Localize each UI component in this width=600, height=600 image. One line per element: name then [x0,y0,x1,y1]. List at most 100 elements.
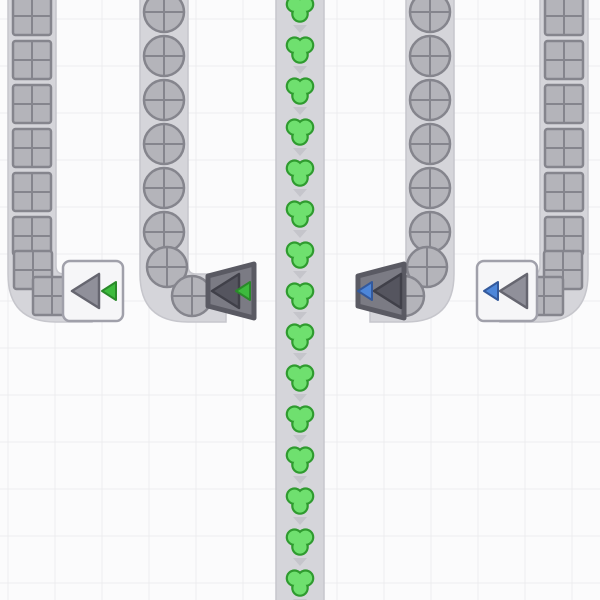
cluster-circle [293,417,307,431]
cargo-item-circle [408,0,452,34]
cargo-item-circle [405,245,449,289]
cargo-item-circle [142,166,186,210]
cluster-circle [293,48,307,62]
cluster-circle [287,38,302,52]
cargo-item-green-cluster [285,323,315,351]
cargo-item-square [11,39,53,81]
cargo-item-green-cluster [285,36,315,64]
cluster-circle [298,161,313,175]
cluster-circle [287,161,302,175]
cargo-item-green-cluster [285,364,315,392]
cargo-item-circle [142,122,186,166]
cargo-item-circle [142,210,186,254]
cargo-item-green-cluster [285,241,315,269]
cluster-circle [298,366,313,380]
cargo-item-green-cluster [285,569,315,597]
cargo-item-square [543,0,585,37]
tier-marker-icon [101,281,117,301]
cargo-item-green-cluster [285,528,315,556]
cargo-item-green-cluster [285,0,315,23]
cluster-circle [293,499,307,513]
cluster-circle [293,376,307,390]
belt-arrow-down-icon [293,435,307,443]
belt-arrow-down-icon [293,517,307,525]
belt-arrow-down-icon [293,271,307,279]
belt-arrow-down-icon [293,353,307,361]
cluster-circle [298,325,313,339]
cluster-circle [298,571,313,585]
cargo-item-square [543,215,585,257]
cluster-circle [298,243,313,257]
cluster-circle [298,489,313,503]
tier-marker-icon [235,281,251,301]
tier-marker-icon [357,281,373,301]
cargo-item-circle [142,0,186,34]
cargo-item-circle [142,34,186,78]
cluster-circle [298,284,313,298]
cargo-item-circle [142,78,186,122]
cluster-circle [287,366,302,380]
direction-arrow-left-icon [372,272,403,310]
belt-arrow-down-icon [293,189,307,197]
cargo-item-circle [408,78,452,122]
tunnel-exit-far-right[interactable] [475,259,539,323]
cargo-item-circle [145,245,189,289]
cluster-circle [293,171,307,185]
tunnel-exit-far-left[interactable] [61,259,125,323]
belt-arrow-down-icon [293,312,307,320]
belt-arrow-down-icon [293,476,307,484]
cargo-item-green-cluster [285,77,315,105]
cluster-circle [298,38,313,52]
belt-arrow-down-icon [293,107,307,115]
cluster-circle [298,530,313,544]
cluster-circle [293,253,307,267]
cargo-item-green-cluster [285,487,315,515]
cluster-circle [287,120,302,134]
cargo-item-green-cluster [285,405,315,433]
belt-arrow-down-icon [293,394,307,402]
cargo-item-square [11,0,53,37]
belt-arrow-down-icon [293,230,307,238]
cluster-circle [287,325,302,339]
cargo-item-square [543,171,585,213]
belt-arrow-down-icon [293,558,307,566]
cluster-circle [293,458,307,472]
cluster-circle [287,284,302,298]
cluster-circle [293,294,307,308]
cargo-item-green-cluster [285,118,315,146]
cargo-item-square [11,127,53,169]
cluster-circle [293,89,307,103]
belt-arrow-down-icon [293,66,307,74]
cargo-item-square [11,215,53,257]
belt-arrow-down-icon [293,148,307,156]
cluster-circle [293,540,307,554]
belt-arrow-down-icon [293,25,307,33]
cargo-item-green-cluster [285,159,315,187]
tunnel-entrance-mid-left[interactable] [205,261,257,321]
cluster-circle [298,407,313,421]
cargo-item-circle [408,166,452,210]
cluster-circle [293,335,307,349]
cluster-circle [293,212,307,226]
cargo-item-green-cluster [285,446,315,474]
cluster-circle [287,448,302,462]
cluster-circle [287,202,302,216]
cargo-item-square [543,39,585,81]
cluster-circle [287,407,302,421]
tunnel-entrance-mid-right[interactable] [355,261,407,321]
buildings [61,259,539,323]
cluster-circle [298,79,313,93]
cargo-item-green-cluster [285,282,315,310]
cargo-item-square [11,171,53,213]
cargo-item-square [31,275,73,317]
cluster-circle [287,489,302,503]
direction-arrow-left-icon [70,272,101,310]
cluster-circle [293,581,307,595]
cluster-circle [287,530,302,544]
cargo-item-square [543,83,585,125]
cargo-item-square [543,127,585,169]
cluster-circle [287,243,302,257]
cluster-circle [298,120,313,134]
